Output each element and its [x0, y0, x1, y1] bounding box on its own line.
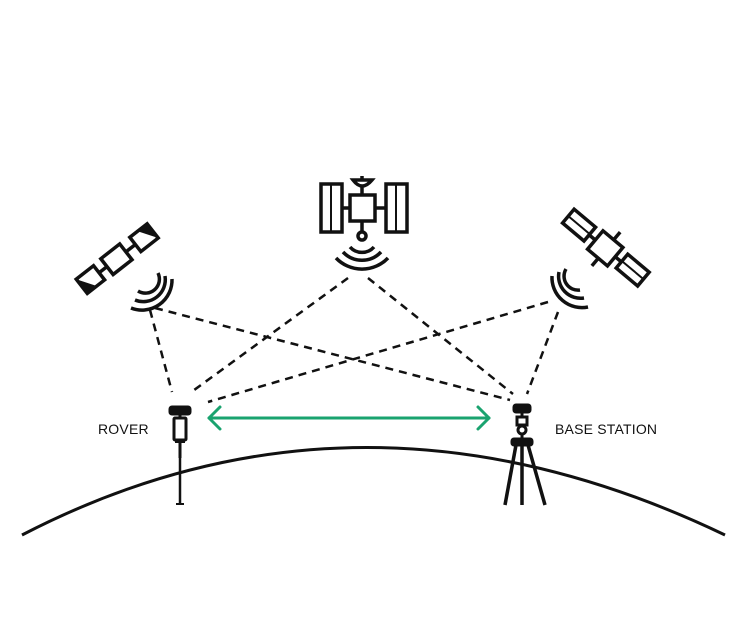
base-tripod-icon [503, 403, 547, 506]
signal-waves-right-icon [550, 268, 589, 310]
signal-waves-left-icon [130, 272, 174, 312]
satellite-center-icon [319, 176, 409, 242]
satellite-right-icon [560, 206, 652, 289]
rover-label: ROVER [98, 421, 149, 437]
signal-left-to-base [154, 306, 511, 402]
signal-left-to-rover [148, 309, 174, 393]
signal-right-to-rover [207, 300, 549, 404]
satellite-left-icon [73, 221, 161, 296]
signal-lines [148, 276, 560, 404]
base-station-label: BASE STATION [555, 421, 658, 437]
signal-waves-center-icon [334, 245, 390, 271]
signal-center-to-rover [189, 276, 349, 395]
rover-pole-icon [168, 405, 192, 505]
earth-surface-arc [21, 446, 726, 537]
rtk-link-double-arrow-icon [207, 405, 491, 431]
signal-right-to-base [525, 311, 560, 395]
signal-center-to-base [367, 277, 514, 395]
